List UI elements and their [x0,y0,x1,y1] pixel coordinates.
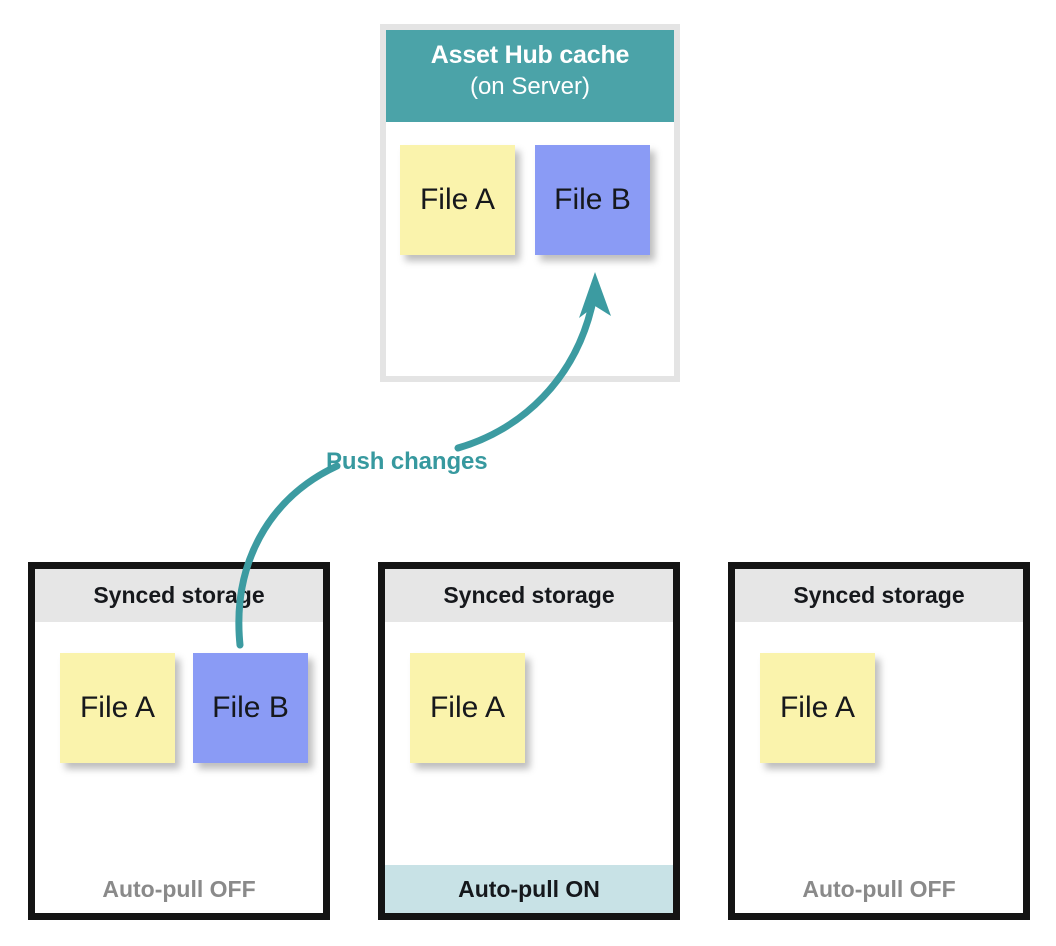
synced-storage-box-3: Synced storage File A Auto-pull OFF [728,562,1030,920]
asset-hub-cache-file-a-note: File A [400,145,515,255]
asset-hub-cache-header: Asset Hub cache (on Server) [386,30,674,122]
note-label: File A [429,691,506,724]
synced-storage-box-2: Synced storage File A Auto-pull ON [378,562,680,920]
synced-storage-2-header: Synced storage [385,569,673,622]
synced-storage-1-file-b-note: File B [193,653,308,763]
synced-storage-1-file-a-note: File A [60,653,175,763]
synced-storage-1-autopull-status: Auto-pull OFF [102,875,256,902]
note-label: File A [79,691,156,724]
synced-storage-2-autopull-status: Auto-pull ON [385,865,673,913]
synced-storage-3-autopull-status: Auto-pull OFF [802,875,956,902]
synced-storage-3-file-a-note: File A [760,653,875,763]
asset-hub-cache-subtitle: (on Server) [469,72,591,100]
synced-storage-3-header: Synced storage [735,569,1023,622]
asset-hub-cache-file-b-note: File B [535,145,650,255]
synced-storage-2-file-a-note: File A [410,653,525,763]
note-label: File B [212,691,289,724]
note-label: File A [779,691,856,724]
push-changes-label: Push changes [326,448,488,475]
synced-storage-box-1: Synced storage File A File B Auto-pull O… [28,562,330,920]
synced-storage-1-header: Synced storage [35,569,323,622]
note-label: File A [419,183,496,216]
note-label: File B [554,183,631,216]
asset-hub-cache-title: Asset Hub cache [430,41,630,69]
